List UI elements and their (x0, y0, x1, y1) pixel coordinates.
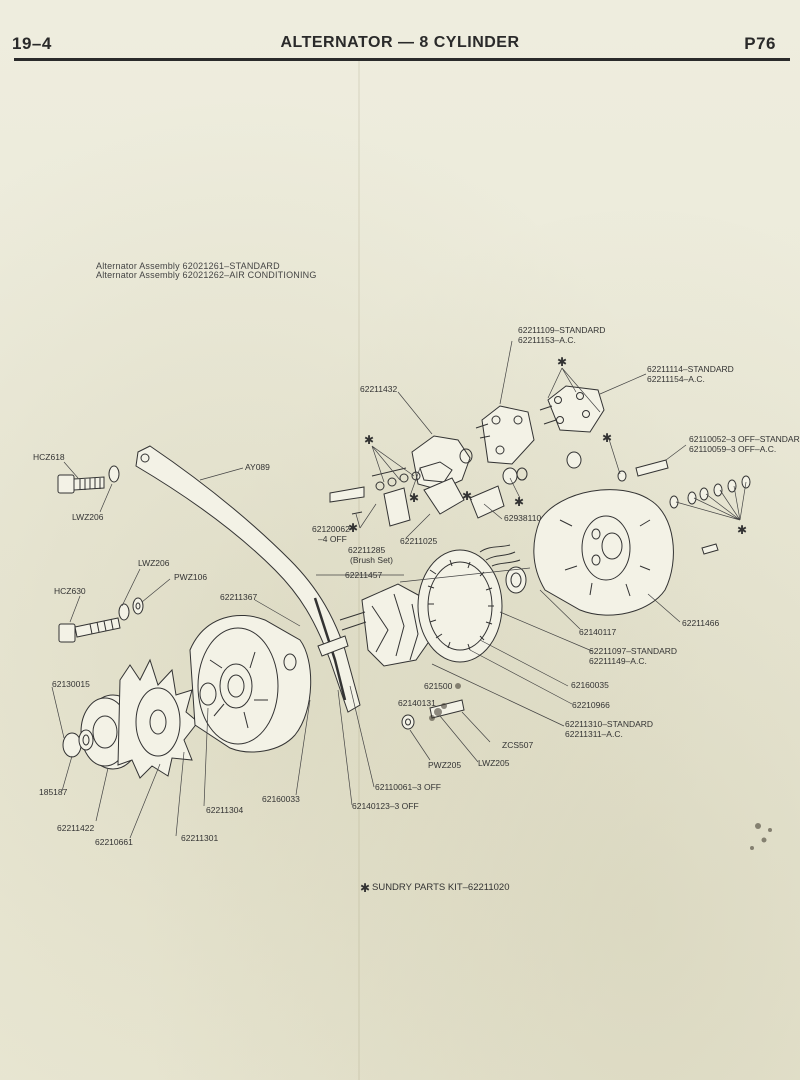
front-housing (189, 614, 312, 753)
label-4-off: –4 OFF (318, 534, 347, 544)
marker-asterisk: ✱ (462, 489, 472, 503)
assembly-line-standard: Alternator Assembly 62021261–STANDARD (96, 261, 280, 271)
label-pwz106: PWZ106 (174, 572, 207, 582)
label-62110052: 62110052–3 OFF–STANDARD (689, 434, 800, 444)
fan (117, 658, 199, 779)
marker-asterisk: ✱ (602, 431, 612, 445)
label-62120062: 62120062 (312, 524, 350, 534)
label-hcz618: HCZ618 (33, 452, 65, 462)
asterisk-markers: ✱ ✱ ✱ ✱ ✱ ✱ ✱ ✱ (348, 355, 747, 537)
label-62130015: 62130015 (52, 679, 90, 689)
assembly-line-ac: Alternator Assembly 62021262–AIR CONDITI… (96, 270, 317, 280)
marker-asterisk: ✱ (364, 433, 374, 447)
label-62211310: 62211310–STANDARD (565, 719, 653, 729)
header-rule (14, 58, 790, 61)
label-62211114: 62211114–STANDARD (647, 364, 734, 374)
label-ay089: AY089 (245, 462, 270, 472)
mounting-bracket-ac (539, 385, 605, 433)
label-62211311: 62211311–A.C. (565, 729, 623, 739)
label-62110059: 62110059–3 OFF–A.C. (689, 444, 776, 454)
label-62211097: 62211097–STANDARD (589, 646, 677, 656)
label-62211304: 62211304 (206, 805, 243, 815)
label-62140117: 62140117 (579, 627, 616, 637)
label-62140123: 62140123–3 OFF (352, 801, 419, 811)
label-62211285: 62211285 (348, 545, 385, 555)
bolt-hcz630 (58, 597, 144, 643)
label-62110061: 62110061–3 OFF (375, 782, 441, 792)
brush-holder (329, 467, 421, 527)
label-185187: 185187 (39, 787, 68, 797)
label-621500: 621500 (424, 681, 453, 691)
label-lwz205: LWZ205 (478, 758, 510, 768)
label-62211154: 62211154–A.C. (647, 374, 705, 384)
marker-asterisk: ✱ (737, 523, 747, 537)
label-62160033: 62160033 (262, 794, 300, 804)
label-62938110: 62938110 (504, 513, 541, 523)
label-62211301: 62211301 (181, 833, 218, 843)
marker-asterisk: ✱ (514, 495, 524, 509)
label-62210966: 62210966 (572, 700, 610, 710)
label-62211422: 62211422 (57, 823, 94, 833)
label-62211466: 62211466 (682, 618, 719, 628)
kit-asterisk: ✱ (360, 881, 370, 895)
stator (417, 544, 521, 663)
mounting-bracket-standard (475, 405, 582, 485)
section-number: 19–4 (12, 34, 52, 53)
ink-smudges (429, 683, 772, 850)
through-bolts (617, 459, 751, 555)
label-lwz206-lower: LWZ206 (138, 558, 170, 568)
label-lwz206-upper: LWZ206 (72, 512, 104, 522)
label-hcz630: HCZ630 (54, 586, 86, 596)
bolt-hcz618 (57, 465, 120, 494)
label-62211149: 62211149–A.C. (589, 656, 647, 666)
marker-asterisk: ✱ (409, 491, 419, 505)
marker-asterisk: ✱ (557, 355, 567, 369)
label-pwz205: PWZ205 (428, 760, 461, 770)
adjusting-arm (135, 445, 361, 713)
label-62210661: 62210661 (95, 837, 133, 847)
page-number: P76 (744, 34, 776, 53)
label-62211432: 62211432 (360, 384, 397, 394)
label-62140131: 62140131 (398, 698, 436, 708)
label-62211153: 62211153–A.C. (518, 335, 576, 345)
label-62211109: 62211109–STANDARD (518, 325, 605, 335)
rectifier-plate (411, 435, 505, 519)
label-brush-set: (Brush Set) (350, 555, 393, 565)
marker-asterisk: ✱ (348, 521, 358, 535)
page-title: ALTERNATOR — 8 CYLINDER (280, 34, 520, 51)
page-fold (358, 60, 360, 1080)
label-62211457: 62211457 (345, 570, 382, 580)
label-62160035: 62160035 (571, 680, 609, 690)
leader-lines (51, 340, 747, 839)
rear-housing (505, 489, 674, 616)
label-zcs507: ZCS507 (502, 740, 533, 750)
callout-labels: HCZ618 LWZ206 AY089 LWZ206 PWZ106 HCZ630… (33, 325, 800, 847)
label-62211367: 62211367 (220, 592, 257, 602)
kit-label: SUNDRY PARTS KIT–62211020 (372, 882, 509, 893)
label-62211025: 62211025 (400, 536, 437, 546)
sundry-kit-note: ✱ SUNDRY PARTS KIT–62211020 (360, 881, 509, 895)
